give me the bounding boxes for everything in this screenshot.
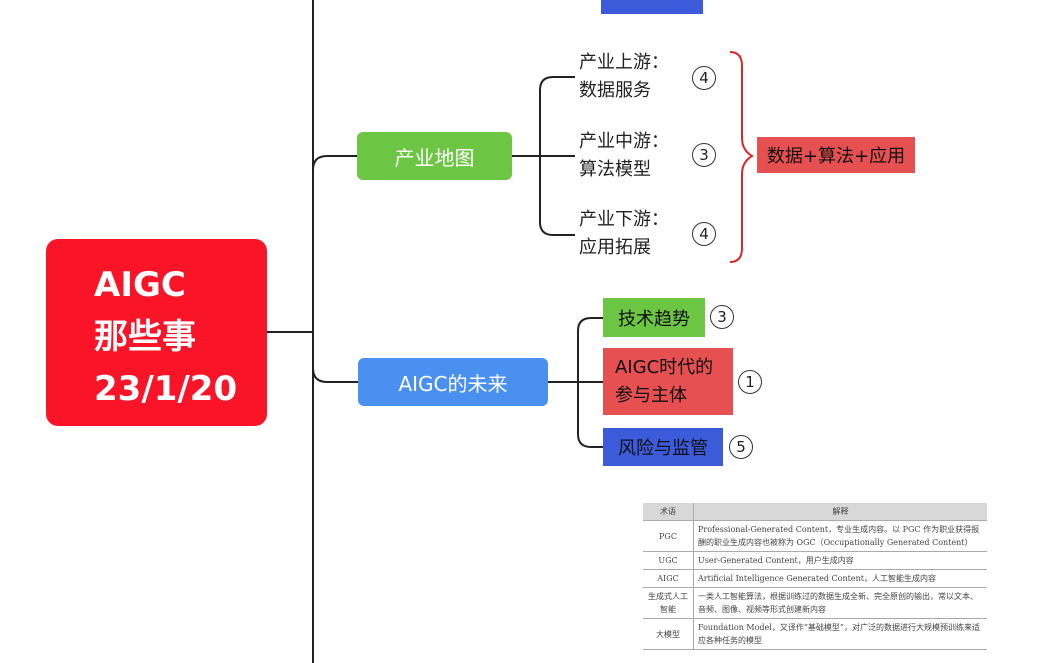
root-title: AIGC: [94, 265, 186, 305]
downstream-line2: 应用拓展: [579, 237, 651, 258]
tech-trend-node[interactable]: 技术趋势: [603, 298, 705, 337]
upstream-count-badge: 4: [692, 66, 716, 90]
brace-shape: [729, 51, 754, 263]
midstream-count-badge: 3: [692, 143, 716, 167]
downstream-count-badge: 4: [692, 222, 716, 246]
table-header-desc: 解释: [693, 503, 987, 521]
table-row: 大模型 Foundation Model，又译作“基础模型”，对广泛的数据进行大…: [643, 618, 987, 650]
table-cell-desc: User-Generated Content，用户生成内容: [698, 556, 854, 565]
risk-regulation-node[interactable]: 风险与监管: [603, 428, 723, 466]
root-date: 23/1/20: [94, 369, 238, 409]
upstream-line1: 产业上游：: [579, 52, 669, 73]
table-row: UGC User-Generated Content，用户生成内容: [643, 551, 987, 570]
industry-map-node[interactable]: 产业地图: [357, 132, 512, 180]
table-header-term: 术语: [643, 503, 694, 521]
table-cell-term: PGC: [643, 520, 694, 552]
tech-trend-count-badge: 3: [710, 305, 734, 329]
future-label: AIGC的未来: [398, 371, 508, 396]
midstream-item[interactable]: 产业中游： 算法模型: [579, 128, 669, 184]
industry-map-label: 产业地图: [394, 145, 475, 170]
midstream-line2: 算法模型: [579, 159, 651, 180]
summary-node[interactable]: 数据+算法+应用: [757, 137, 915, 173]
participants-line2: 参与主体: [615, 385, 687, 406]
terms-table-image: 术语 解释 PGC Professional-Generated Content…: [643, 503, 987, 663]
table-cell-desc: 一类人工智能算法，根据训练过的数据生成全新、完全原创的输出，常以文本、音频、图像…: [698, 592, 978, 614]
table-cell-desc: Foundation Model，又译作“基础模型”，对广泛的数据进行大规模预训…: [698, 623, 981, 645]
root-node[interactable]: AIGC 那些事 23/1/20: [46, 239, 267, 426]
table-header-row: 术语 解释: [643, 503, 987, 521]
table-cell-term: 生成式人工智能: [643, 587, 694, 619]
downstream-item[interactable]: 产业下游： 应用拓展: [579, 206, 669, 262]
participants-node[interactable]: AIGC时代的 参与主体: [603, 348, 733, 415]
table-row: 生成式人工智能 一类人工智能算法，根据训练过的数据生成全新、完全原创的输出，常以…: [643, 587, 987, 619]
table-cell-desc: Artificial Intelligence Generated Conten…: [698, 574, 936, 583]
risk-regulation-count-badge: 5: [729, 435, 753, 459]
participants-count-badge: 1: [738, 370, 762, 394]
participants-line1: AIGC时代的: [615, 357, 714, 378]
upstream-line2: 数据服务: [579, 80, 651, 101]
midstream-line1: 产业中游：: [579, 131, 669, 152]
table-row: PGC Professional-Generated Content，专业生成内…: [643, 520, 987, 552]
table-cell-desc: Professional-Generated Content，专业生成内容。以 …: [698, 525, 980, 547]
downstream-line1: 产业下游：: [579, 209, 669, 230]
terms-table: 术语 解释 PGC Professional-Generated Content…: [643, 503, 987, 650]
upstream-item[interactable]: 产业上游： 数据服务: [579, 49, 669, 105]
partial-node-top[interactable]: [601, 0, 703, 14]
summary-label: 数据+算法+应用: [766, 146, 906, 167]
table-cell-term: 大模型: [643, 618, 694, 650]
root-subtitle: 那些事: [94, 317, 196, 357]
tech-trend-label: 技术趋势: [618, 308, 690, 330]
table-cell-term: AIGC: [643, 569, 694, 588]
risk-regulation-label: 风险与监管: [618, 438, 708, 459]
future-node[interactable]: AIGC的未来: [358, 358, 548, 406]
table-cell-term: UGC: [643, 551, 694, 570]
table-row: AIGC Artificial Intelligence Generated C…: [643, 569, 987, 588]
